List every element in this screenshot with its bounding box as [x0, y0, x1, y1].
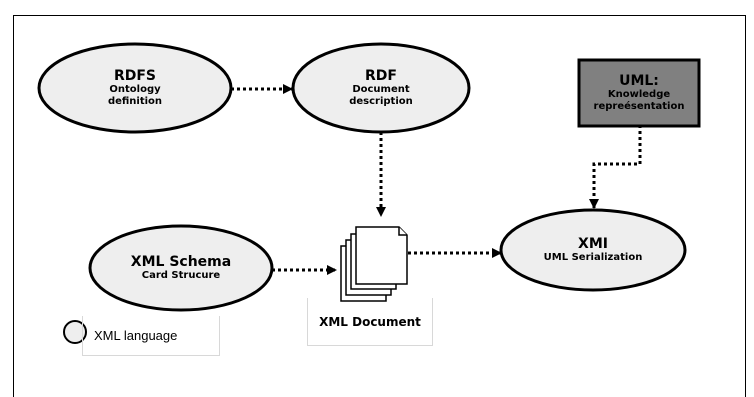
- node-uml-subtitle-1: Knowledge: [607, 89, 671, 100]
- node-rdf-subtitle-1: Document: [352, 84, 410, 95]
- xml-document-stack-icon: [340, 226, 408, 302]
- node-xml-schema-title: XML Schema: [130, 254, 232, 270]
- node-uml-box: [577, 58, 701, 128]
- node-uml: UML: Knowledge repreésentation: [579, 60, 699, 126]
- legend-circle-icon: [63, 320, 87, 344]
- node-rdfs-ellipse: [37, 42, 233, 134]
- node-xml-schema: XML Schema Card Strucure: [90, 226, 272, 310]
- node-rdfs-subtitle-2: definition: [107, 96, 163, 107]
- node-rdfs-subtitle-1: Ontology: [109, 84, 161, 95]
- node-rdf-ellipse: [291, 42, 471, 134]
- legend-xml-language-label: XML language: [82, 316, 220, 356]
- node-uml-subtitle-2: repreésentation: [593, 101, 685, 112]
- xml-document-caption: XML Document: [307, 298, 433, 346]
- diagram-frame: [13, 15, 746, 397]
- edge-uml-to-xmi: [589, 125, 642, 209]
- node-uml-title: UML:: [619, 73, 659, 89]
- node-rdfs-title: RDFS: [113, 68, 157, 84]
- node-rdfs: RDFS Ontology definition: [39, 44, 231, 132]
- node-rdf-subtitle-2: description: [349, 96, 413, 107]
- node-rdf: RDF Document description: [293, 44, 469, 132]
- node-xmi-ellipse: [499, 208, 687, 292]
- node-xmi: XMI UML Serialization: [501, 210, 685, 290]
- node-xml-schema-subtitle-1: Card Strucure: [141, 270, 221, 281]
- node-rdf-title: RDF: [365, 68, 397, 84]
- node-xmi-title: XMI: [578, 236, 608, 252]
- node-xmi-subtitle-1: UML Serialization: [543, 252, 643, 263]
- node-xml-schema-ellipse: [88, 224, 274, 312]
